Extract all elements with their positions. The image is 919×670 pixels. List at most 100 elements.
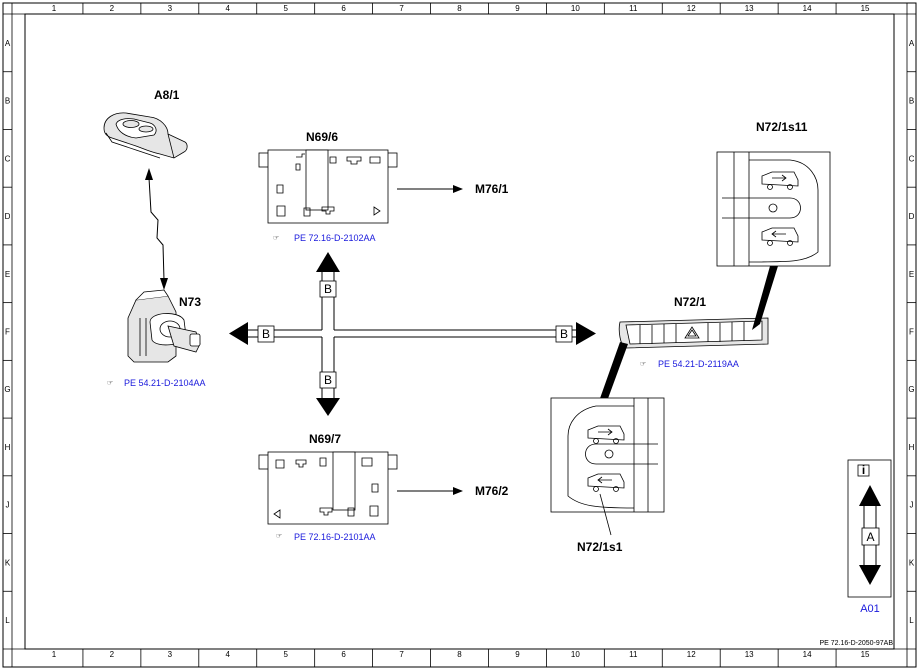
column-label: 5 (283, 4, 288, 13)
rear-door-open-icon (587, 425, 625, 444)
bus-arrow-left (229, 322, 248, 345)
column-label: 8 (457, 650, 462, 659)
column-label: 11 (629, 650, 638, 659)
row-label: K (5, 558, 11, 567)
row-label: C (5, 154, 11, 163)
row-label: G (908, 385, 914, 394)
column-label: 2 (110, 650, 115, 659)
row-label: L (5, 616, 10, 625)
column-label: 3 (168, 4, 173, 13)
column-label: 4 (226, 4, 231, 13)
row-label: E (5, 270, 10, 279)
column-label: 7 (399, 650, 404, 659)
bus-badge-right: B (555, 325, 573, 343)
row-label: J (6, 501, 10, 510)
column-label: 2 (110, 4, 115, 13)
column-label: 10 (571, 650, 580, 659)
pointer-hand-icon: ☞ (107, 380, 113, 387)
upper-control-panel-n72-1 (618, 317, 769, 349)
pointer-hand-icon: ☞ (273, 235, 279, 242)
column-label: 13 (745, 4, 754, 13)
ref-n73[interactable]: PE 54.21-D-2104AA (124, 378, 206, 388)
column-label: 4 (226, 650, 231, 659)
bus-arrow-down (316, 398, 340, 416)
pointer-hand-icon: ☞ (276, 533, 282, 540)
row-label: B (909, 97, 914, 106)
bus-badge-left: B (257, 325, 275, 343)
door-module-n69-7 (258, 451, 398, 525)
svg-text:B: B (324, 282, 332, 296)
column-label: 15 (861, 4, 870, 13)
rear-door-open-icon (761, 171, 799, 190)
column-label: 6 (341, 650, 346, 659)
column-label: 1 (52, 650, 57, 659)
row-label: H (909, 443, 915, 452)
document-code: PE 72.16-D-2050-97AB (819, 640, 893, 647)
switch-detail-s11 (716, 151, 831, 267)
svg-text:B: B (324, 373, 332, 387)
column-label: 9 (515, 4, 520, 13)
svg-text:B: B (560, 327, 568, 341)
rear-door-close-icon (761, 227, 799, 246)
ref-n69-7[interactable]: PE 72.16-D-2101AA (294, 532, 376, 542)
column-label: 14 (803, 4, 812, 13)
column-label: 14 (803, 650, 812, 659)
key-fob-icon (103, 112, 188, 159)
ref-link-n69-6[interactable]: ☞ PE 72.16-D-2102AA (273, 233, 376, 243)
row-label: D (5, 212, 11, 221)
column-label: 11 (629, 4, 638, 13)
radio-link-arrow (145, 168, 168, 290)
column-label: 6 (341, 4, 346, 13)
ref-link-n72-1[interactable]: ☞ PE 54.21-D-2119AA (640, 359, 739, 369)
bus-arrow-right (576, 322, 596, 345)
door-module-n69-6 (258, 149, 398, 224)
row-label: H (5, 443, 11, 452)
row-label: E (909, 270, 914, 279)
switch-detail-s1 (550, 397, 665, 536)
pointer-hand-icon: ☞ (640, 361, 646, 368)
row-label: C (909, 154, 915, 163)
row-label: K (909, 558, 915, 567)
ignition-switch-icon (127, 289, 201, 363)
ref-link-n69-7[interactable]: ☞ PE 72.16-D-2101AA (276, 532, 376, 542)
row-label: B (5, 97, 10, 106)
ref-n72-1[interactable]: PE 54.21-D-2119AA (658, 359, 739, 369)
row-label: J (910, 501, 914, 510)
info-icon: i (862, 463, 865, 477)
legend-label: A (866, 530, 874, 544)
label-m76-2: M76/2 (475, 484, 509, 498)
rear-door-close-icon (587, 473, 625, 492)
label-n72-1: N72/1 (674, 295, 706, 309)
label-m76-1: M76/1 (475, 182, 509, 196)
column-label: 12 (687, 650, 696, 659)
bus-arrow-up (316, 252, 340, 272)
legend-code[interactable]: A01 (860, 603, 880, 615)
row-label: D (909, 212, 915, 221)
nav-arrow-down-icon (859, 565, 881, 585)
column-label: 1 (52, 4, 57, 13)
column-label: 12 (687, 4, 696, 13)
column-label: 7 (399, 4, 404, 13)
column-label: 13 (745, 650, 754, 659)
label-n69-6: N69/6 (306, 130, 338, 144)
column-label: 9 (515, 650, 520, 659)
navigation-legend[interactable]: i A (847, 459, 892, 598)
svg-text:B: B (262, 327, 270, 341)
column-label: 3 (168, 650, 173, 659)
row-label: L (909, 616, 914, 625)
callout-wedge-s1 (598, 342, 628, 404)
row-label: G (4, 385, 10, 394)
label-n72-1s11: N72/1s11 (756, 120, 808, 134)
row-label: F (5, 328, 10, 337)
ref-n69-6[interactable]: PE 72.16-D-2102AA (294, 233, 376, 243)
bus-badge-bottom: B (319, 371, 337, 389)
callout-wedge-s11 (752, 266, 778, 330)
row-label: A (909, 39, 915, 48)
label-n72-1s1: N72/1s1 (577, 540, 623, 554)
ref-link-n73[interactable]: ☞ PE 54.21-D-2104AA (107, 378, 206, 388)
